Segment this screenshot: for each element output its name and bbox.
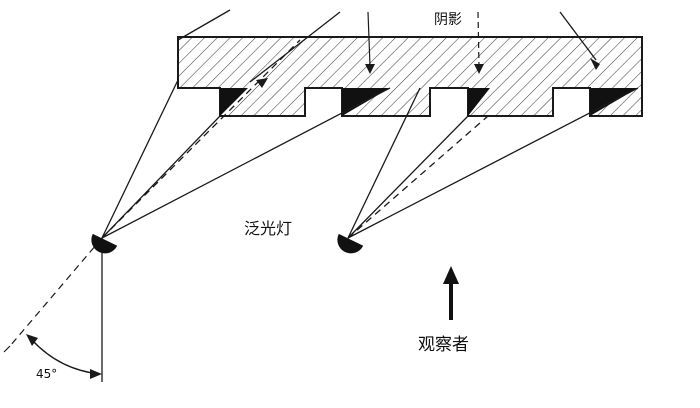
lamp-icon — [337, 233, 364, 254]
ray — [347, 115, 469, 239]
hatched-wall — [177, 36, 643, 117]
ray-dashed — [347, 115, 489, 239]
shadow-2 — [342, 88, 390, 116]
floodlight-label: 泛光灯 — [244, 219, 292, 238]
arc-arrow-left — [26, 334, 38, 346]
ray-dashed — [101, 39, 301, 239]
observer-arrow — [443, 266, 459, 320]
right-floodlight-rays — [347, 11, 639, 239]
shadow-regions — [220, 88, 638, 116]
shadow-1 — [220, 88, 248, 116]
angle-solid-stub — [3, 345, 11, 353]
ray — [101, 79, 179, 239]
arrow-head-icon — [443, 266, 459, 284]
wall-section — [177, 36, 643, 117]
pointer-arrowhead — [365, 64, 375, 74]
ray — [347, 87, 639, 239]
observer-label: 观察者 — [418, 335, 469, 355]
ray-top — [249, 11, 341, 83]
angle-dashed-line — [9, 237, 103, 347]
ray — [101, 87, 391, 239]
pointer-arrowhead — [474, 64, 484, 74]
ray-top — [177, 9, 231, 41]
pointer-dashed — [477, 11, 480, 67]
shadow-3 — [468, 88, 490, 116]
lamp-icon — [91, 233, 118, 254]
shadow-pointers — [367, 11, 480, 67]
ray — [347, 87, 421, 239]
shadow-4 — [590, 88, 638, 116]
arc-arrow-right — [90, 369, 102, 379]
pointer — [367, 11, 371, 67]
pointer-arrowhead — [256, 78, 268, 88]
right-floodlight — [337, 233, 364, 254]
angle-label: 45° — [36, 367, 57, 381]
left-floodlight-rays — [101, 9, 391, 239]
left-floodlight — [91, 233, 118, 254]
shadow-label: 阴影 — [434, 12, 462, 28]
ray-top — [559, 11, 597, 61]
pointer-arrowhead — [590, 58, 600, 70]
